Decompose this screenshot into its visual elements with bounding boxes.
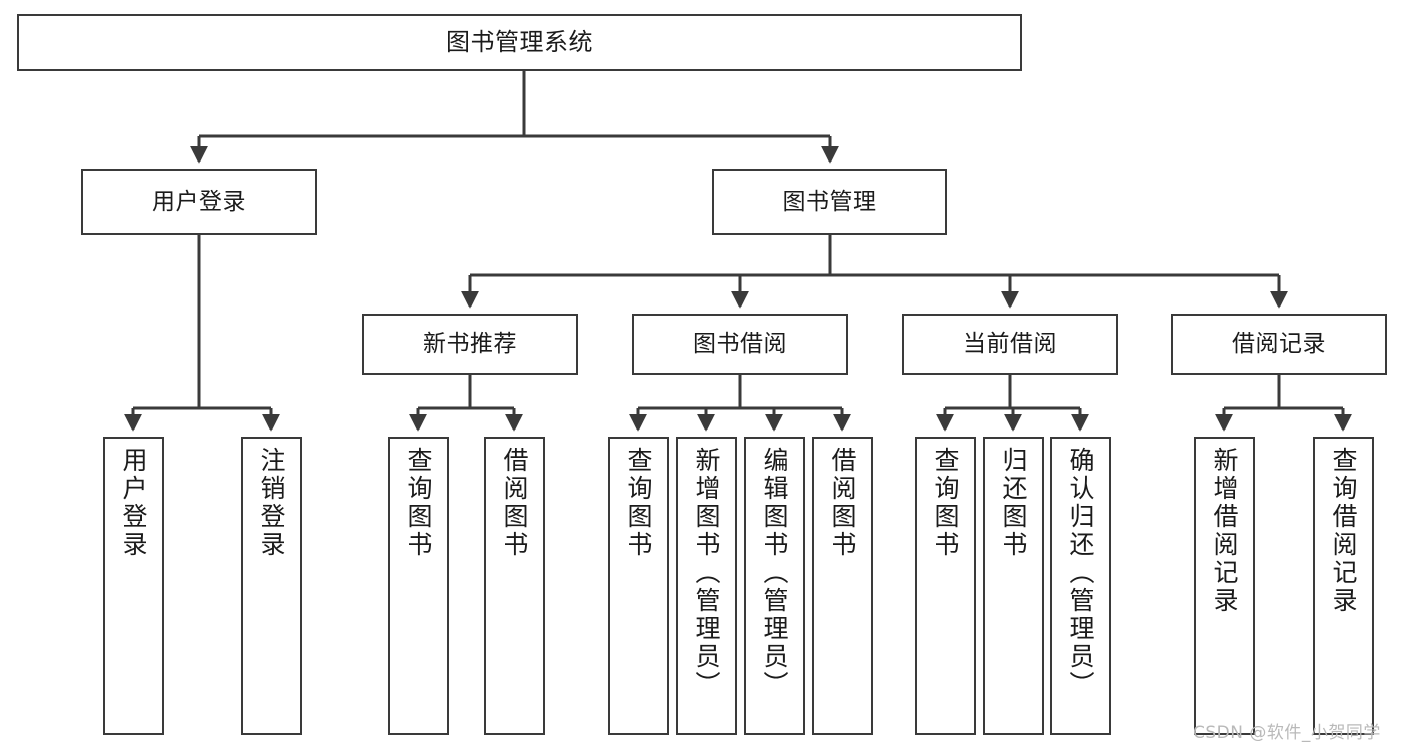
node-label: 归还图书 bbox=[999, 447, 1028, 559]
node-book-borrowing[interactable]: 图书借阅 bbox=[632, 314, 848, 375]
node-book-management[interactable]: 图书管理 bbox=[712, 169, 947, 235]
leaf-node[interactable]: 查询图书 bbox=[608, 437, 669, 735]
node-label: 查询借阅记录 bbox=[1329, 447, 1358, 615]
node-label: 图书管理系统 bbox=[446, 27, 593, 56]
node-label: 查询图书 bbox=[404, 447, 433, 559]
node-label: 注销登录 bbox=[257, 447, 286, 559]
csdn-watermark: CSDN @软件_小贺同学 bbox=[1193, 723, 1381, 743]
leaf-node[interactable]: 借阅图书 bbox=[484, 437, 545, 735]
node-new-book-recommendation[interactable]: 新书推荐 bbox=[362, 314, 578, 375]
node-label: 新书推荐 bbox=[423, 331, 517, 358]
node-current-borrowing[interactable]: 当前借阅 bbox=[902, 314, 1118, 375]
node-borrowing-records[interactable]: 借阅记录 bbox=[1171, 314, 1387, 375]
node-label: 查询图书 bbox=[931, 447, 960, 559]
node-label: 图书管理 bbox=[782, 188, 877, 215]
leaf-node[interactable]: 查询图书 bbox=[915, 437, 976, 735]
node-label: 新增图书（管理员） bbox=[692, 447, 721, 699]
node-label: 借阅图书 bbox=[828, 447, 857, 559]
leaf-node[interactable]: 确认归还（管理员） bbox=[1050, 437, 1111, 735]
leaf-node[interactable]: 编辑图书（管理员） bbox=[744, 437, 805, 735]
leaf-node[interactable]: 查询图书 bbox=[388, 437, 449, 735]
node-label: 编辑图书（管理员） bbox=[760, 447, 789, 699]
node-user-login[interactable]: 用户登录 bbox=[81, 169, 317, 235]
leaf-node[interactable]: 新增借阅记录 bbox=[1194, 437, 1255, 735]
node-label: 查询图书 bbox=[624, 447, 653, 559]
node-label: 借阅记录 bbox=[1232, 331, 1326, 358]
node-root-book-management-system[interactable]: 图书管理系统 bbox=[17, 14, 1022, 71]
node-label: 图书借阅 bbox=[693, 331, 787, 358]
leaf-node[interactable]: 新增图书（管理员） bbox=[676, 437, 737, 735]
node-label: 借阅图书 bbox=[500, 447, 529, 559]
node-label: 新增借阅记录 bbox=[1210, 447, 1239, 615]
leaf-node[interactable]: 注销登录 bbox=[241, 437, 302, 735]
node-label: 用户登录 bbox=[152, 188, 246, 215]
leaf-node[interactable]: 借阅图书 bbox=[812, 437, 873, 735]
leaf-node[interactable]: 用户登录 bbox=[103, 437, 164, 735]
node-label: 确认归还（管理员） bbox=[1066, 447, 1095, 699]
leaf-node[interactable]: 归还图书 bbox=[983, 437, 1044, 735]
node-label: 当前借阅 bbox=[963, 331, 1057, 358]
node-label: 用户登录 bbox=[119, 447, 148, 559]
leaf-node[interactable]: 查询借阅记录 bbox=[1313, 437, 1374, 735]
